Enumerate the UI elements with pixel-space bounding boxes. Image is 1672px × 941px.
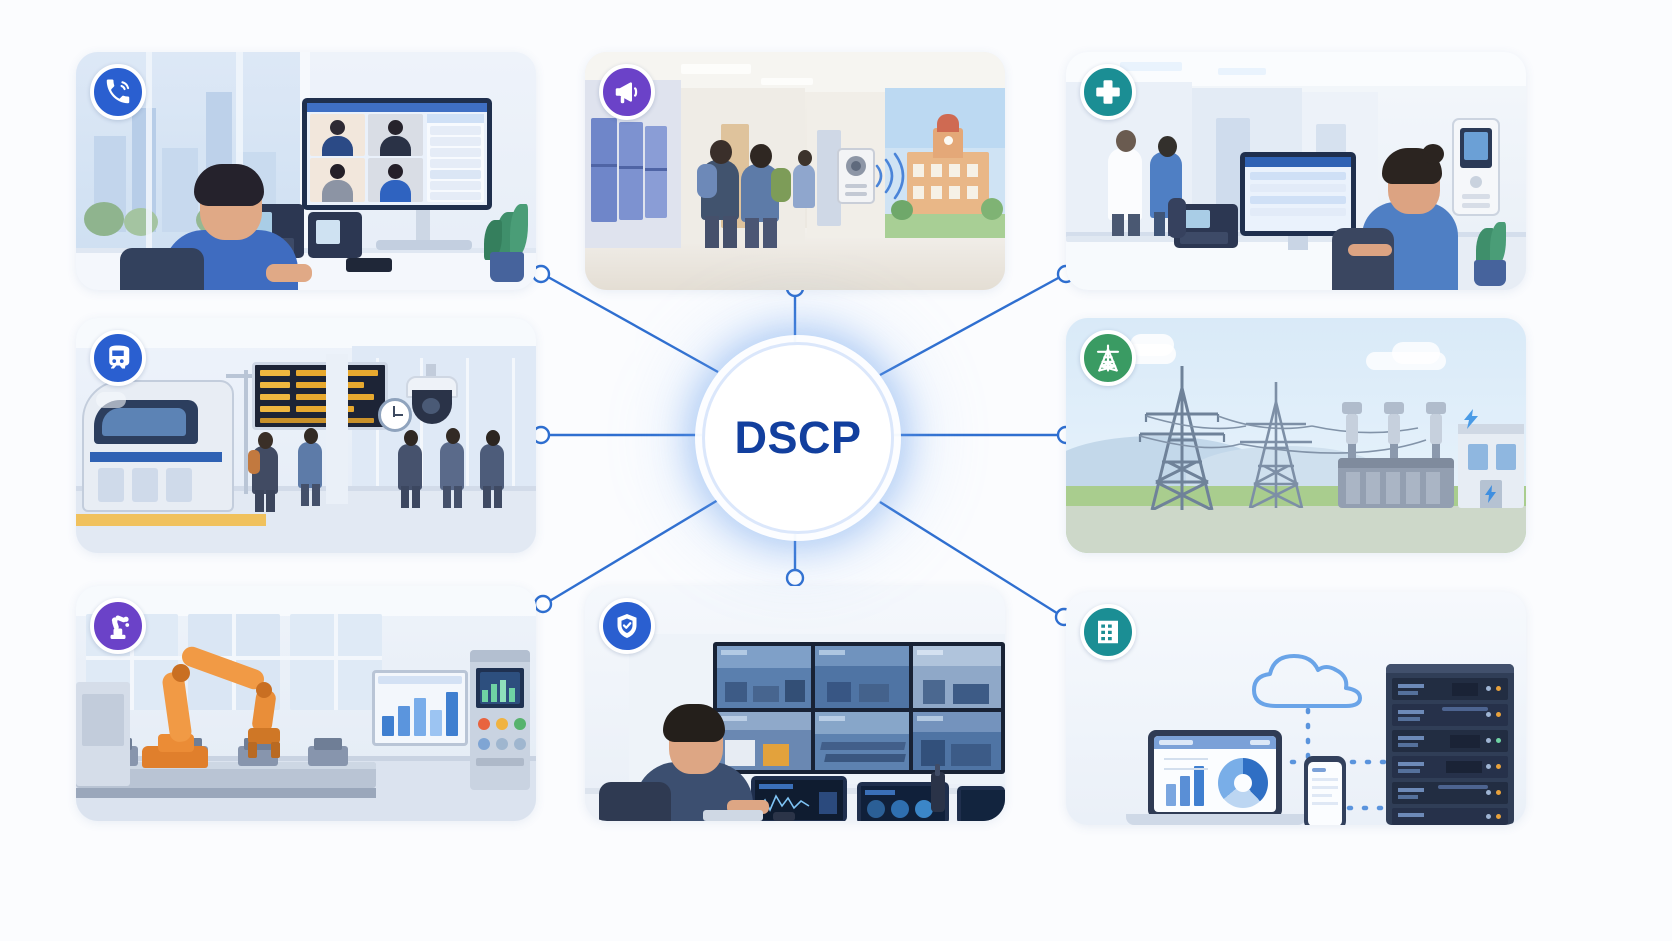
scene-voip-video-conference-office [76,52,536,290]
scene-electrical-substation-grid [1066,318,1526,553]
robot-arm-icon [90,598,146,654]
hub-label: DSCP [734,412,862,463]
panel-public-address[interactable] [585,52,1005,290]
lightning-bolt-icon [1485,485,1496,503]
panel-industrial[interactable] [76,586,536,821]
panel-voip[interactable] [76,52,536,290]
panel-healthcare[interactable] [1066,52,1526,290]
panel-transit[interactable] [76,318,536,553]
scene-hospital-nurse-station [1066,52,1526,290]
power-lines [1139,415,1427,454]
shield-check-icon [599,598,655,654]
sound-waves-icon [875,152,905,200]
scene-rail-transit-station-platform [76,318,536,553]
medical-cross-icon [1080,64,1136,120]
train-icon [90,330,146,386]
panel-datacenter[interactable] [1066,592,1526,825]
megaphone-icon [599,64,655,120]
scene-video-surveillance-control-room [585,586,1005,821]
scene-enterprise-datacenter-cloud [1066,592,1526,825]
scene-school-public-address-paging [585,52,1005,290]
cloud-icon [1252,654,1362,708]
scene-industrial-automation-factory [76,586,536,821]
server-building-icon [1080,604,1136,660]
panel-energy[interactable] [1066,318,1526,553]
central-hub-dscp[interactable]: DSCP [702,342,894,534]
transmission-tower-1 [1138,366,1226,510]
energy-bolt-badge-icon [1464,409,1478,429]
phone-call-icon [90,64,146,120]
panel-surveillance[interactable] [585,586,1005,821]
power-pylon-icon [1080,330,1136,386]
